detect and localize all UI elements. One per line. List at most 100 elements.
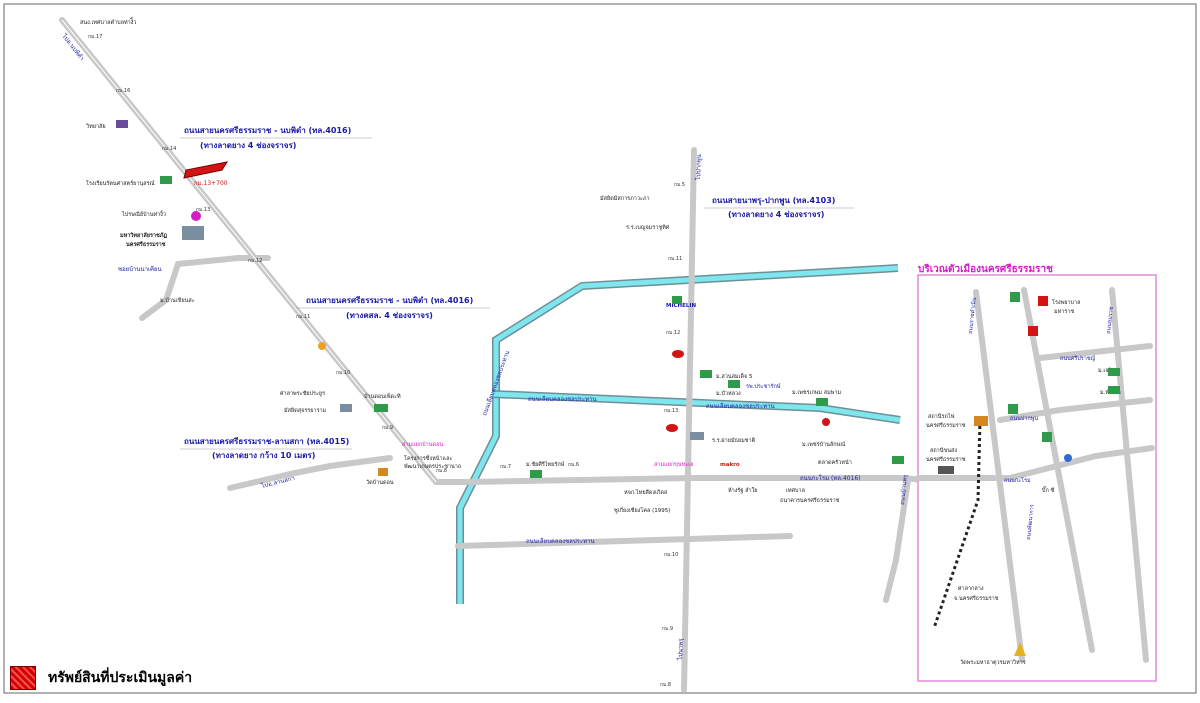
canal-north-fill: [457, 265, 899, 604]
housing-icon[interactable]: [1108, 386, 1120, 394]
michelin-icon[interactable]: [672, 296, 682, 304]
school-building-icon[interactable]: [690, 432, 704, 440]
place-label: สถานีขนส่ง: [930, 447, 957, 454]
km-marker: กม.6: [568, 462, 579, 468]
place-label: ธนาคารนครศรีธรรมราช: [780, 497, 840, 504]
school-icon[interactable]: [160, 176, 172, 184]
place-label: ห้างรัฐ ลำใย: [728, 487, 758, 494]
place-label: ม.สวนสมเด็จ 5: [716, 372, 753, 380]
place-label: หจก.ไทยสีดงเกิดส: [624, 489, 668, 496]
fuel-icon[interactable]: [822, 418, 830, 426]
mosque-icon[interactable]: [340, 404, 352, 412]
place-label: ศาลากลาง: [958, 585, 984, 592]
place-label: นครศรีธรรมราช: [926, 422, 966, 429]
college-icon[interactable]: [116, 120, 128, 128]
place-label: ม.เพชรเกษม สมพาม: [792, 389, 841, 396]
km-marker: กม.11: [296, 314, 310, 320]
place-label: ไปรษณีย์บ้านท่างิ้ว: [121, 210, 166, 218]
road-label-4015-detail: (ทางลาดยาง กว้าง 10 เมตร): [212, 450, 315, 460]
fuel-station-icon[interactable]: [1010, 292, 1020, 302]
place-label: นครศรีธรรมราช: [926, 456, 966, 463]
km-marker: กม.9: [382, 425, 393, 431]
bus-station-icon[interactable]: [938, 466, 954, 474]
shell-icon[interactable]: [1008, 404, 1018, 414]
inset-title: บริเวณตัวเมืองนครศรีธรรมราช: [918, 263, 1053, 275]
canal-road-label-3: ถนนเลียบคลองชลประทาน: [526, 537, 595, 545]
university-icon[interactable]: [182, 226, 204, 240]
housing-icon[interactable]: [700, 370, 712, 378]
km-marker: กม.9: [662, 626, 673, 632]
place-label: MICHELIN: [666, 303, 696, 309]
inset-road-north: [1037, 343, 1153, 361]
housing-icon[interactable]: [728, 380, 740, 388]
road-label-mid-detail: (ทางคสล. 4 ช่องจราจร): [346, 311, 433, 320]
km-markers: กม.17 กม.16 กม.14 กม.13 กม.12 กม.11 กม.1…: [88, 34, 685, 688]
housing-icon[interactable]: [816, 398, 828, 406]
road-canal-south: [455, 533, 793, 549]
place-label: สถานีรถไฟ: [928, 413, 955, 420]
legend: ทรัพย์สินที่ประเมินมูลค่า: [10, 666, 192, 690]
tire-shop-icon[interactable]: [672, 350, 684, 358]
krachom-road-label: ถนนกะโรม (ทล.4016): [800, 474, 861, 482]
post-icon[interactable]: [191, 211, 201, 221]
train-station-icon[interactable]: [974, 416, 988, 426]
place-label: ตลาดครัวหน้า: [818, 459, 852, 466]
inset-roads: [915, 287, 1155, 663]
place-label: โครงการซึ่งหน้าและ: [404, 454, 452, 462]
house-icon[interactable]: [374, 404, 388, 412]
housing-icon[interactable]: [1108, 368, 1120, 376]
km-marker: กม.13: [664, 408, 678, 414]
temple-icon[interactable]: [378, 468, 388, 476]
place-label: สนง.เทศบาลตำบลท่าง้ิ้ว: [80, 17, 137, 26]
appraised-property-parcel[interactable]: [183, 161, 229, 179]
housing-icon[interactable]: [530, 470, 542, 478]
place-label: ศาลาพระชัยประยูร: [280, 390, 325, 397]
place-label: มัสยิดมิสการภาวะภา: [600, 195, 650, 202]
road-south-branch: [883, 477, 911, 603]
inset-place-labels: สถานีรถไฟ นครศรีธรรมราช สถานีขนส่ง นครศร…: [926, 298, 1121, 666]
road-4016-centerline: [61, 19, 437, 483]
inset-road-pakphun: [997, 397, 1153, 423]
gas-station-icon[interactable]: [318, 342, 326, 350]
inset-road-label: ถนนปากพูน: [1010, 415, 1038, 422]
km-marker: กม.5: [674, 182, 685, 188]
canal-middle-fill: [491, 391, 901, 423]
canals: [456, 264, 901, 604]
property-km-label: กม.13+700: [194, 180, 228, 187]
place-label: สามแยกบ้านดอน: [402, 441, 443, 448]
road-soi-na-kha: [139, 255, 271, 321]
place-label: มหาราช: [1054, 308, 1074, 315]
temple-stupa-icon[interactable]: [1014, 642, 1026, 656]
canal-road-label-2: ถนนเลียบคลองชลประทาน: [706, 402, 775, 410]
km-marker: กม.12: [666, 330, 680, 336]
place-label: makro: [720, 462, 740, 468]
soi-na-kha-label: ซอยบ้านนาเคียน: [118, 265, 162, 273]
road-labels: ถนนสายนครศรีธรรมราช - นบพิตำ (ทล.4016) (…: [180, 125, 854, 460]
bank-icon[interactable]: [1064, 454, 1072, 462]
km-marker: กม.14: [162, 146, 176, 152]
place-label: มัสยิดสุจรรยาราม: [284, 407, 327, 414]
to-pakphun-label: ไปปากพูน: [694, 154, 703, 181]
place-label: วัดบ้านดอน: [366, 479, 394, 486]
place-label: พัฒนาเกษตรประชานาถ: [404, 463, 461, 470]
road-bottom-vertical-label: ถนนบ้านพรุ: [899, 474, 909, 506]
canal-road-label-1: ถนนเลียบคลองชลประทาน: [528, 395, 597, 403]
map-icons: [116, 120, 1120, 656]
road-4015: [227, 455, 393, 491]
place-label: นครศรีธรรมราช: [126, 241, 166, 248]
km-marker: กม.12: [248, 258, 262, 264]
toyota-icon[interactable]: [666, 424, 678, 432]
bank-icon[interactable]: [1042, 432, 1052, 442]
inset-road-label: ถนนศรีปราชญ์: [1060, 355, 1096, 362]
place-labels: สนง.เทศบาลตำบลท่าง้ิ้ว วิทยาลัย โรงเรียน…: [80, 17, 852, 514]
km-marker: กม.17: [88, 34, 102, 40]
hospital-icon[interactable]: [1038, 296, 1048, 306]
shop-icon[interactable]: [1028, 326, 1038, 336]
place-label: ร.ร.เบญจมราชูทิศ: [626, 224, 670, 231]
place-label: ร.ร.ผ่ายมัธยมชาติ: [712, 437, 756, 444]
road-label-4103-name: ถนนสายนาพรุ-ปากพูน (ทล.4103): [712, 196, 835, 206]
housing-icon[interactable]: [892, 456, 904, 464]
km-marker: กม.16: [116, 88, 130, 94]
place-label: ม.บ้านเขียนสะ: [160, 297, 195, 304]
